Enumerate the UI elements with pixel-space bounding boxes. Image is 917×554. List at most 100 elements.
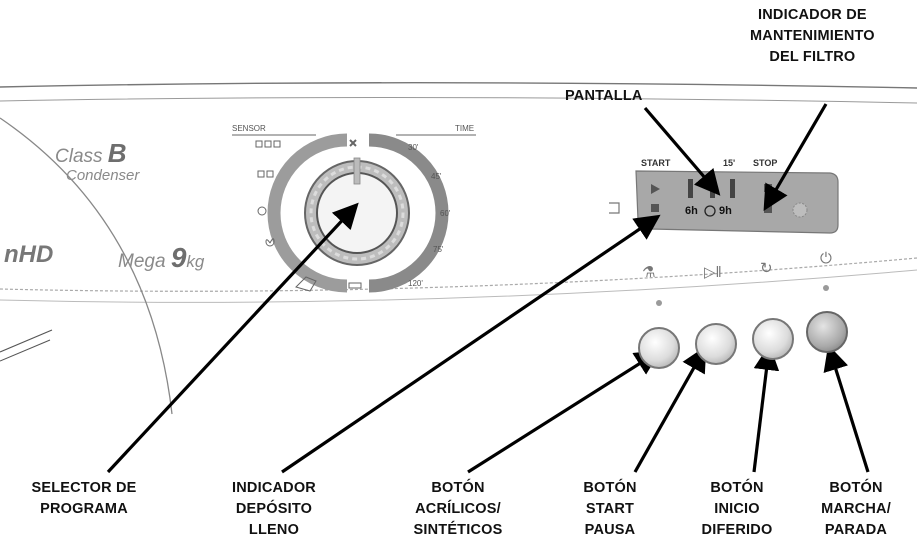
- callout-line: MANTENIMIENTO: [750, 28, 875, 44]
- time-mark-45: 45': [431, 172, 442, 181]
- callout-line: START: [585, 501, 635, 517]
- callout-line: PAUSA: [584, 522, 636, 538]
- sensor-label: SENSOR: [232, 124, 266, 133]
- callout-line: DEL FILTRO: [769, 49, 856, 65]
- panel-top-edge: [0, 82, 917, 89]
- symbol-square-icon: [266, 170, 274, 178]
- callout-deposito: INDICADOR DEPÓSITO LLENO: [214, 478, 334, 541]
- time-mark-60: 60': [440, 209, 451, 218]
- dial-time-arc: [368, 133, 449, 293]
- start-pause-icon: ▷‖: [704, 264, 722, 281]
- dial-sensor-arc: [267, 133, 348, 293]
- class-letter: B: [107, 138, 127, 168]
- filter-indicator-light: [764, 205, 772, 213]
- callout-acrilicos: BOTÓN ACRÍLICOS/ SINTÉTICOS: [398, 478, 518, 541]
- display-time-right: 9h: [719, 205, 732, 217]
- arrow-acrilicos: [467, 350, 661, 474]
- delay-start-icon: ↻: [760, 260, 773, 277]
- time-mark-75: 75': [433, 245, 444, 254]
- clock-icon: [704, 205, 716, 217]
- dial-symbols: [255, 139, 362, 292]
- callout-start: BOTÓN START PAUSA: [570, 478, 650, 541]
- callout-line: PARADA: [824, 522, 888, 538]
- callout-line: DEPÓSITO: [235, 501, 313, 517]
- callout-pantalla: PANTALLA: [565, 86, 643, 107]
- fan-icon: [349, 139, 357, 147]
- callout-line: BOTÓN: [583, 480, 637, 496]
- callout-line: BOTÓN: [829, 480, 883, 496]
- arrow-start: [633, 345, 707, 473]
- callout-line: INICIO: [714, 501, 760, 517]
- symbol-square-icon: [257, 170, 265, 178]
- callout-line: MARCHA/: [821, 501, 891, 517]
- arrow-selector: [106, 202, 359, 474]
- mega-unit: kg: [186, 252, 205, 271]
- sun-icon: [257, 206, 267, 216]
- callout-line: ACRÍLICOS/: [415, 501, 501, 517]
- drop-icon: [265, 238, 275, 247]
- arrow-diferido: [752, 344, 780, 473]
- dial-knob: [316, 172, 398, 254]
- on-off-button[interactable]: [806, 311, 848, 353]
- acrylic-synthetic-icon: ⚗: [642, 264, 656, 281]
- acrylic-synthetic-button[interactable]: [638, 327, 680, 369]
- model-prefix: nHD: [4, 241, 54, 268]
- power-icon: ⏻: [820, 250, 832, 267]
- display-start-label: START: [641, 158, 671, 168]
- display-time-left: 6h: [685, 205, 698, 217]
- callout-line: SELECTOR DE: [31, 480, 137, 496]
- display-stop-label: STOP: [753, 158, 778, 168]
- callout-line: SINTÉTICOS: [413, 522, 503, 538]
- arrow-deposito: [281, 214, 661, 474]
- callout-line: INDICADOR DE: [758, 7, 867, 23]
- callout-line: LLENO: [248, 522, 300, 538]
- arrow-pantalla: [643, 106, 721, 196]
- mega-word: Mega: [118, 251, 166, 272]
- start-pause-button[interactable]: [695, 323, 737, 365]
- class-label: Class B: [55, 138, 127, 169]
- power-led: [823, 285, 829, 291]
- acrylic-led: [656, 300, 662, 306]
- dial-pointer: [353, 157, 361, 185]
- tank-icon: [609, 202, 620, 214]
- display-bar: [688, 179, 693, 198]
- callout-line: BOTÓN: [431, 480, 485, 496]
- time-mark-120: 120': [408, 279, 423, 288]
- delay-start-button[interactable]: [752, 318, 794, 360]
- mega-label: Mega 9kg: [118, 242, 204, 274]
- display-bar: [730, 179, 735, 198]
- display-square-icon: [651, 204, 659, 212]
- panel-mid-line-2: [0, 269, 917, 303]
- display-bar: [710, 179, 715, 198]
- class-word: Class: [55, 146, 103, 167]
- display-15-label: 15': [723, 158, 736, 168]
- callout-selector: SELECTOR DE PROGRAMA: [14, 478, 154, 520]
- callout-diferido: BOTÓN INICIO DIFERIDO: [692, 478, 782, 541]
- display-screen: [635, 170, 839, 234]
- arrow-filtro: [763, 103, 828, 212]
- time-label: TIME: [455, 124, 475, 133]
- condenser-label: Condenser: [66, 167, 140, 184]
- panel-top-edge-inner: [0, 96, 917, 104]
- arrow-marcha: [823, 344, 870, 473]
- symbol-square-icon: [273, 140, 281, 148]
- callout-marcha: BOTÓN MARCHA/ PARADA: [806, 478, 906, 541]
- panel-handle-line: [0, 329, 53, 353]
- callout-line: PROGRAMA: [40, 501, 128, 517]
- panel-handle-line-2: [0, 339, 51, 362]
- sensor-dot: [792, 202, 808, 218]
- symbol-square-icon: [264, 140, 272, 148]
- callout-line: BOTÓN: [710, 480, 764, 496]
- panel-side-curve: [0, 117, 173, 415]
- display-square-icon: [764, 184, 772, 192]
- panel-mid-line: [0, 257, 917, 292]
- time-mark-30: 30': [408, 143, 419, 152]
- play-icon: [651, 184, 660, 194]
- callout-line: PANTALLA: [565, 88, 643, 104]
- callout-line: INDICADOR: [232, 480, 316, 496]
- callout-line: DIFERIDO: [701, 522, 773, 538]
- leader-lines: [106, 103, 870, 474]
- program-selector-dial: [267, 133, 449, 293]
- symbol-square-icon: [255, 140, 263, 148]
